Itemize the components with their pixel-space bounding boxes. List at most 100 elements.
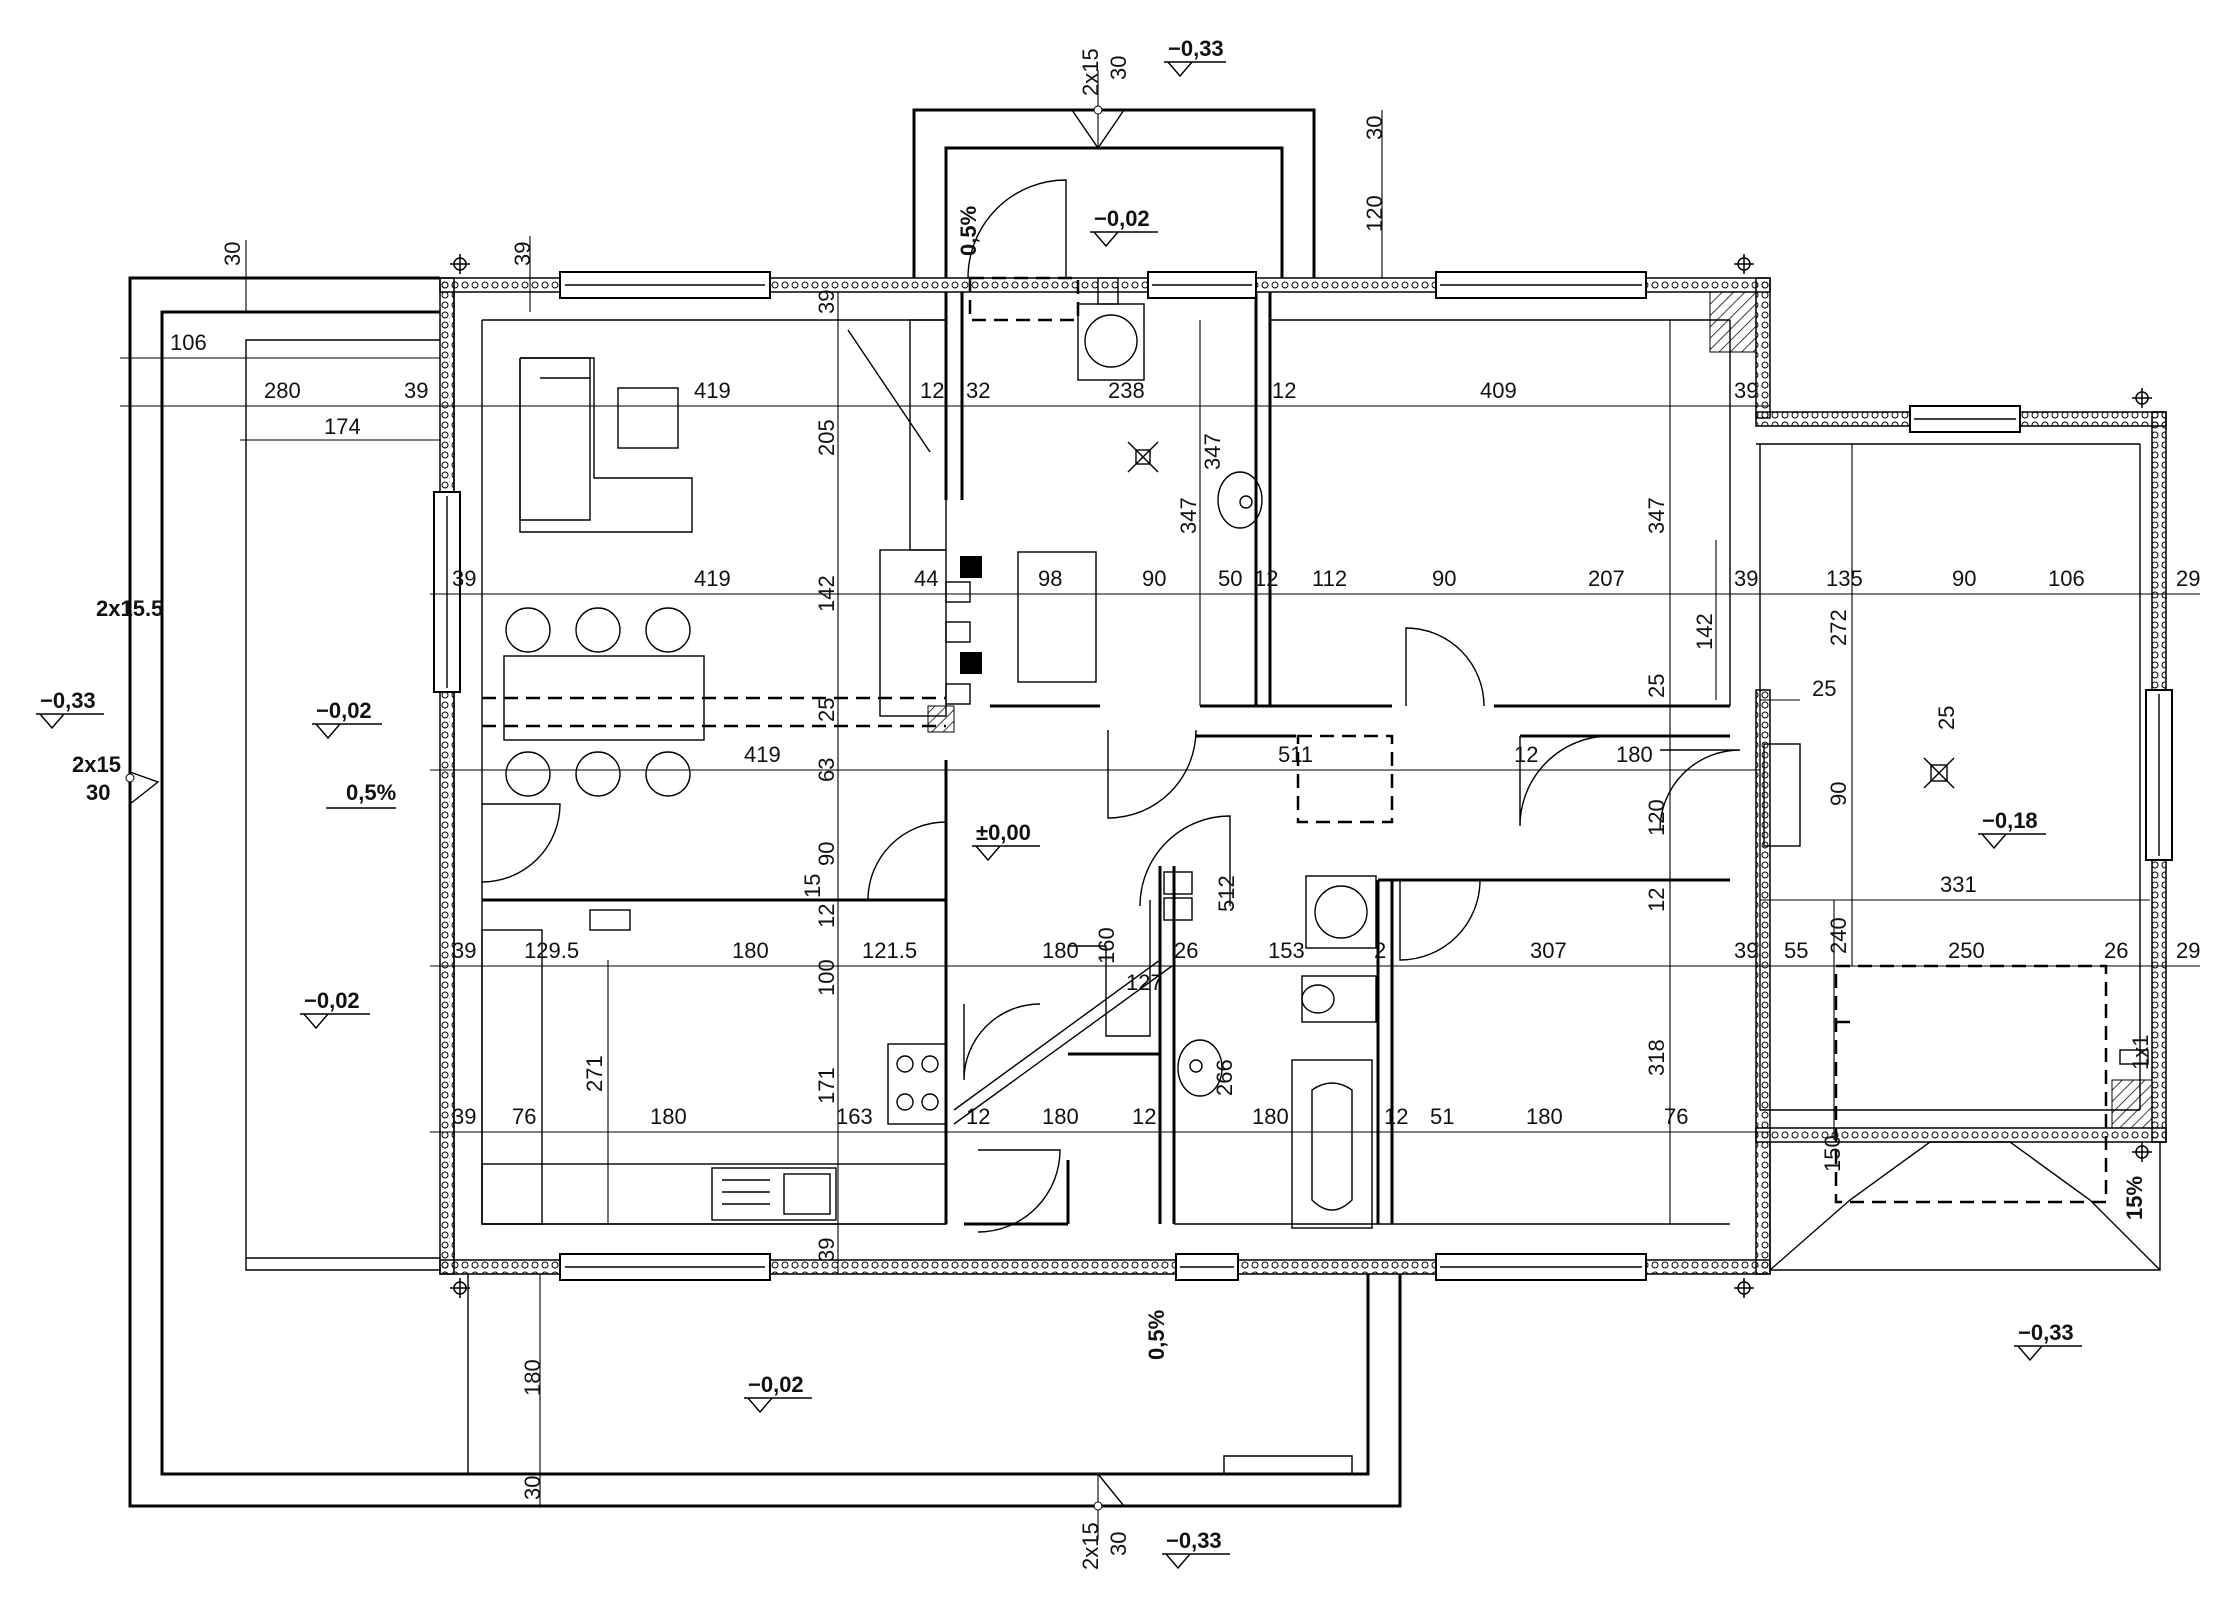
dim-v-142-b: 142 xyxy=(1692,613,1717,650)
dim-v-63: 63 xyxy=(814,758,839,782)
dim-r4-180: 180 xyxy=(732,938,769,963)
dim-r3-12: 12 xyxy=(1514,742,1538,767)
dim-r5-76: 76 xyxy=(512,1104,536,1129)
dim-r2-112: 112 xyxy=(1312,566,1347,591)
dim-r4-29: 29 xyxy=(2176,938,2200,963)
stair-top-depth: 30 xyxy=(1106,56,1131,80)
dim-v-25-garage: 25 xyxy=(1934,706,1959,730)
stair-left-count: 2x15 xyxy=(72,752,121,777)
dim-top-30-a: 30 xyxy=(1362,116,1387,140)
dim-top-39: 39 xyxy=(510,242,535,266)
windows xyxy=(433,271,2173,1281)
stair-top-count: 2x15 xyxy=(1078,48,1103,96)
dim-left-174: 174 xyxy=(324,414,361,439)
dim-r2-39: 39 xyxy=(452,566,476,591)
dim-r5-76b: 76 xyxy=(1664,1104,1688,1129)
dim-v-272: 272 xyxy=(1826,609,1851,646)
dim-v-171: 171 xyxy=(814,1067,839,1104)
elevation-bottom-entrance: −0,33 xyxy=(1166,1528,1222,1553)
dim-r4-180b: 180 xyxy=(1042,938,1079,963)
dimension-lines xyxy=(120,70,2200,1540)
dim-r2-90c: 90 xyxy=(1952,566,1976,591)
elevation-right-outer: −0,33 xyxy=(2018,1320,2074,1345)
dim-r2-98: 98 xyxy=(1038,566,1062,591)
dim-r3-419: 419 xyxy=(744,742,781,767)
dim-v-347-b: 347 xyxy=(1176,497,1201,534)
dim-top-120: 120 xyxy=(1362,195,1387,232)
dim-v-39-top: 39 xyxy=(814,290,839,314)
dim-r1-32: 32 xyxy=(966,378,990,403)
dim-r5-12: 12 xyxy=(966,1104,990,1129)
dimension-texts: 30 120 39 30 106 280 39 174 419 12 32 23… xyxy=(170,116,2200,1500)
dim-top-30-b: 30 xyxy=(220,242,245,266)
dim-r4-39: 39 xyxy=(452,938,476,963)
dim-r5-12b: 12 xyxy=(1132,1104,1156,1129)
dim-left-280: 280 xyxy=(264,378,301,403)
elevation-left-terrace-lower: −0,02 xyxy=(304,988,360,1013)
dim-r4-121: 121.5 xyxy=(862,938,917,963)
slope-ramp: 15% xyxy=(2122,1176,2147,1220)
dim-r4-129: 129.5 xyxy=(524,938,579,963)
dim-r5-39: 39 xyxy=(452,1104,476,1129)
dim-r2-50: 50 xyxy=(1218,566,1242,591)
dim-r4-26b: 26 xyxy=(2104,938,2128,963)
dim-v-347-c: 347 xyxy=(1644,497,1669,534)
dim-v-12-b: 12 xyxy=(1644,888,1669,912)
dim-left-106: 106 xyxy=(170,330,207,355)
dim-r5-180: 180 xyxy=(650,1104,687,1129)
stair-markers xyxy=(125,105,2152,1511)
dim-v-39-bot: 39 xyxy=(814,1238,839,1262)
dim-v-205: 205 xyxy=(814,419,839,456)
outer-walls xyxy=(439,277,2167,1275)
dim-v-347-a: 347 xyxy=(1200,433,1225,470)
dim-r2-44: 44 xyxy=(914,566,938,591)
dim-r5-180c: 180 xyxy=(1252,1104,1289,1129)
terraces xyxy=(128,108,2161,1508)
elevation-top-entrance: −0,33 xyxy=(1168,36,1224,61)
dim-r4-2: 2 xyxy=(1374,938,1386,963)
slope-entrance: 0,5% xyxy=(956,206,981,256)
dim-r4-153: 153 xyxy=(1268,938,1305,963)
dim-v-12: 12 xyxy=(814,904,839,928)
dim-v-271: 271 xyxy=(582,1055,607,1092)
dim-v-30: 30 xyxy=(520,1476,545,1500)
dim-v-180: 180 xyxy=(520,1359,545,1396)
dim-v-318: 318 xyxy=(1644,1039,1669,1076)
dim-r1-238: 238 xyxy=(1108,378,1145,403)
dim-r2-106: 106 xyxy=(2048,566,2085,591)
dim-v-100: 100 xyxy=(814,959,839,996)
dim-v-150: 150 xyxy=(1820,1135,1845,1172)
dim-r1-39: 39 xyxy=(1734,378,1758,403)
dim-v-25: 25 xyxy=(814,698,839,722)
stair-bottom-depth: 30 xyxy=(1106,1532,1131,1556)
elevation-left-outer: −0,33 xyxy=(40,688,96,713)
dim-v-90: 90 xyxy=(814,842,839,866)
elevation-main-floor: ±0,00 xyxy=(976,820,1031,845)
dim-garage-331: 331 xyxy=(1940,872,1977,897)
dim-r1-409: 409 xyxy=(1480,378,1517,403)
dim-r5-12c: 12 xyxy=(1384,1104,1408,1129)
dim-r4-39b: 39 xyxy=(1734,938,1758,963)
dim-r2-90b: 90 xyxy=(1432,566,1456,591)
dim-garage-1x1: 1x1 xyxy=(2128,1035,2153,1070)
elevation-entrance-porch: −0,02 xyxy=(1094,206,1150,231)
furniture xyxy=(481,276,2153,1229)
slope-bottom: 0,5% xyxy=(1144,1310,1169,1360)
dim-r2-135: 135 xyxy=(1826,566,1863,591)
dim-r2-12: 12 xyxy=(1254,566,1278,591)
dim-v-266: 266 xyxy=(1212,1059,1237,1096)
dim-v-120: 120 xyxy=(1644,799,1669,836)
elevation-markers: −0,33 −0,33 −0,02 −0,02 −0,02 ±0,00 −0,1… xyxy=(36,36,2082,1570)
dim-v-240: 240 xyxy=(1826,917,1851,954)
dim-left-39: 39 xyxy=(404,378,428,403)
dim-r5-163: 163 xyxy=(836,1104,873,1129)
dim-r2-419: 419 xyxy=(694,566,731,591)
dim-r2-29: 29 xyxy=(2176,566,2200,591)
dim-r5-51: 51 xyxy=(1430,1104,1454,1129)
elevation-garage: −0,18 xyxy=(1982,808,2038,833)
stair-bottom-count: 2x15 xyxy=(1078,1522,1103,1570)
dim-r5-180d: 180 xyxy=(1526,1104,1563,1129)
dim-v-90-b: 90 xyxy=(1826,782,1851,806)
dim-v-142: 142 xyxy=(814,575,839,612)
